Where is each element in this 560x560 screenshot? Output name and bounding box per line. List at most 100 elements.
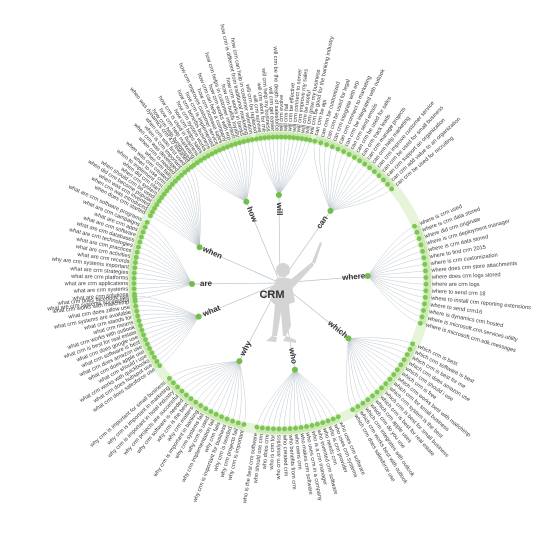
leaf-dot [262,135,268,141]
leaf-link [328,146,333,211]
leaf-dot [249,137,255,143]
leaf-link [136,257,193,285]
leaf-dot [175,175,181,181]
leaf-label: who crm analytics [276,435,282,481]
leaf-link [294,369,323,423]
leaf-dot [270,134,276,140]
leaf-link [330,163,365,212]
branch-label-which: which [325,318,349,340]
leaf-link [367,275,423,318]
branch-label-will: will [275,202,284,216]
leaf-link [136,309,199,317]
leaf-dot [167,375,172,381]
leaf-dot [219,414,224,420]
leaf-dot [404,352,410,358]
leaf-link [169,187,200,248]
leaf-dot [233,141,238,147]
leaf-dot [198,403,204,408]
leaf-dot [144,341,150,347]
leaf-link [231,145,247,202]
leaf-link [215,361,240,415]
leaf-link [313,141,331,211]
leaf-link [367,225,415,277]
leaf-link [289,369,296,429]
leaf-link [348,338,402,366]
leaf-dot [131,286,137,292]
leaf-link [147,222,193,285]
leaf-dot [410,341,416,347]
leaf-dot [139,234,144,240]
leaf-link [348,338,411,350]
leaf-dot [422,301,427,307]
leaf-link [164,193,200,248]
leaf-dot [414,229,420,235]
leaf-link [239,142,247,202]
leaf-link [156,316,199,362]
leaf-link [204,157,247,202]
leaf-dot [325,418,331,424]
leaf-dot [237,140,242,146]
center-link [198,282,281,317]
leaf-dot [139,327,145,333]
branch-dot [189,281,196,288]
leaf-dot [167,185,172,190]
branch-label-why: why [237,339,253,358]
links [134,137,426,429]
leaf-dot [355,404,361,409]
leaf-link [330,179,384,212]
branch-dot [291,366,298,373]
leaf-link [330,148,339,211]
leaf-dot [188,396,194,402]
leaf-link [152,211,200,248]
leaf-link [134,283,193,295]
leaf-dot [385,181,391,187]
leaf-dot [304,424,309,429]
leaf-dot [380,177,386,183]
leaf-dot [314,421,320,427]
branch-label-what: what [200,303,222,319]
leaf-link [141,236,193,285]
leaf-link [294,369,329,421]
leaf-dot [362,161,368,167]
leaf-link [205,360,240,409]
leaf-link [348,338,398,370]
leaf-label: who created crm [281,434,288,477]
leaf-dot [418,242,424,248]
leaf-link [172,184,200,248]
leaf-dot [217,147,222,153]
leaf-link [348,337,413,345]
leaf-dot [370,393,375,399]
leaf-link [348,338,405,361]
branch-dot [195,313,202,320]
leaf-link [278,139,307,196]
leaf-link [246,140,250,202]
center-node: CRM [259,289,284,301]
leaf-dot [198,157,204,163]
leaf-link [143,316,199,336]
leaf-link [367,251,423,277]
leaf-link [215,151,247,202]
branch-label-when: when [200,244,223,261]
center-link [192,282,281,285]
leaf-link [256,369,296,428]
leaf-link [235,143,247,202]
leaf-dot [419,314,425,320]
leaf-dot [312,138,318,144]
leaf-link [223,148,247,202]
leaf-link [348,338,378,393]
sector-arc [165,377,245,430]
leaf-dot [379,385,384,391]
leaf-link [150,215,200,248]
branch-label-can: can [314,214,329,231]
leaf-link [191,166,201,248]
leaf-label: what are crm solutions [71,292,128,302]
leaf-link [232,361,240,422]
leaf-label: will crm survive [251,93,262,132]
leaf-dot [144,219,150,225]
leaf-link [151,316,199,354]
leaf-dot [254,424,260,430]
leaf-dot [201,155,207,161]
leaf-dot [182,169,188,175]
leaf-dot [150,209,155,215]
leaf-link [221,361,240,417]
